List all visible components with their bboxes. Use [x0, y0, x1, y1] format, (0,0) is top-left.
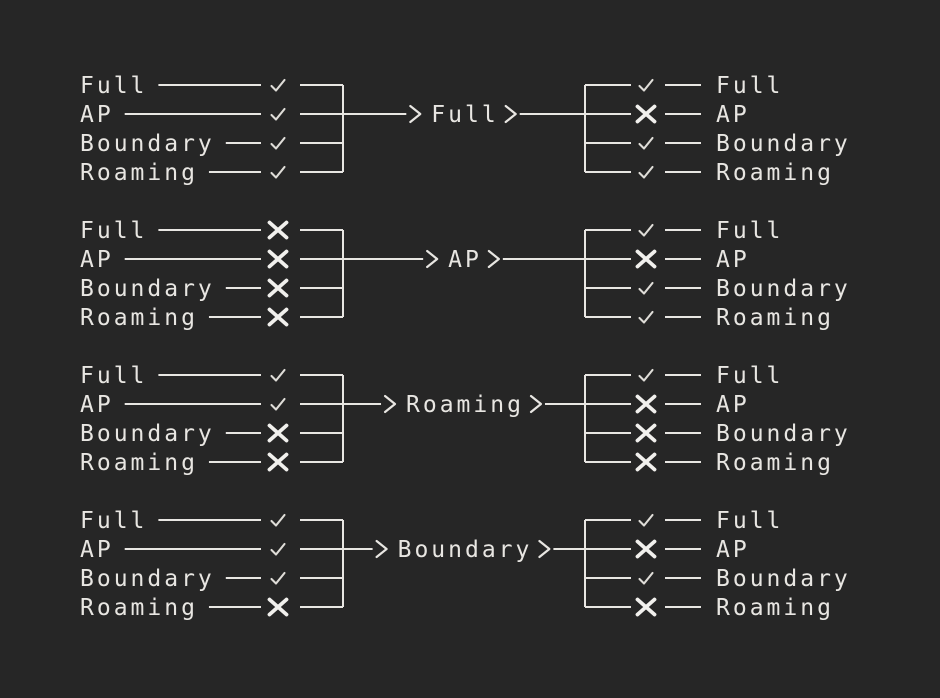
- cross-icon: [267, 249, 289, 269]
- destination-mode-label: AP: [716, 247, 750, 273]
- target-mode-label: AP: [448, 247, 482, 273]
- chevron-right-icon: [383, 394, 397, 414]
- destination-mode-label: AP: [716, 392, 750, 418]
- check-icon: [270, 368, 286, 382]
- chevron-right-icon: [529, 394, 543, 414]
- chevron-right-icon: [426, 249, 439, 269]
- cross-icon: [635, 423, 657, 443]
- cross-icon: [635, 249, 657, 269]
- cross-icon: [267, 220, 289, 240]
- cross-icon: [635, 597, 657, 617]
- destination-mode-label: Full: [716, 363, 783, 389]
- source-mode-label: Roaming: [80, 160, 198, 186]
- destination-mode-label: AP: [716, 102, 750, 128]
- chevron-right-icon: [504, 104, 517, 124]
- destination-mode-label: Boundary: [716, 566, 851, 592]
- source-mode-label: AP: [80, 102, 114, 128]
- check-icon: [270, 571, 286, 585]
- cross-icon: [635, 104, 657, 124]
- check-icon: [638, 223, 654, 237]
- check-icon: [638, 165, 654, 179]
- destination-mode-label: Boundary: [716, 131, 851, 157]
- cross-icon: [635, 394, 657, 414]
- cross-icon: [267, 307, 289, 327]
- source-mode-label: Boundary: [80, 131, 215, 157]
- source-mode-label: Full: [80, 508, 147, 534]
- source-mode-label: Full: [80, 73, 147, 99]
- target-mode-label: Boundary: [398, 537, 533, 563]
- check-icon: [270, 542, 286, 556]
- chevron-right-icon: [487, 249, 500, 269]
- check-icon: [270, 513, 286, 527]
- chevron-right-icon: [375, 539, 388, 559]
- check-icon: [638, 513, 654, 527]
- source-mode-label: AP: [80, 247, 114, 273]
- destination-mode-label: Full: [716, 73, 783, 99]
- check-icon: [270, 165, 286, 179]
- cross-icon: [267, 452, 289, 472]
- destination-mode-label: Roaming: [716, 160, 834, 186]
- chevron-right-icon: [409, 104, 422, 124]
- source-mode-label: Roaming: [80, 595, 198, 621]
- source-mode-label: AP: [80, 392, 114, 418]
- source-mode-label: Boundary: [80, 421, 215, 447]
- source-mode-label: AP: [80, 537, 114, 563]
- target-mode-label: Roaming: [406, 392, 524, 418]
- destination-mode-label: Boundary: [716, 276, 851, 302]
- check-icon: [638, 368, 654, 382]
- check-icon: [270, 397, 286, 411]
- source-mode-label: Boundary: [80, 276, 215, 302]
- source-mode-label: Roaming: [80, 305, 198, 331]
- check-icon: [270, 136, 286, 150]
- check-icon: [638, 136, 654, 150]
- cross-icon: [267, 423, 289, 443]
- destination-mode-label: Roaming: [716, 450, 834, 476]
- check-icon: [638, 310, 654, 324]
- check-icon: [270, 107, 286, 121]
- check-icon: [270, 78, 286, 92]
- check-icon: [638, 571, 654, 585]
- destination-mode-label: Roaming: [716, 595, 834, 621]
- chevron-right-icon: [538, 539, 551, 559]
- destination-mode-label: Boundary: [716, 421, 851, 447]
- source-mode-label: Full: [80, 363, 147, 389]
- source-mode-label: Boundary: [80, 566, 215, 592]
- destination-mode-label: Roaming: [716, 305, 834, 331]
- transition-group: FullAPBoundaryRoamingFullFullAPBoundaryR…: [80, 73, 851, 186]
- cross-icon: [635, 452, 657, 472]
- destination-mode-label: Full: [716, 508, 783, 534]
- cross-icon: [635, 539, 657, 559]
- check-icon: [638, 281, 654, 295]
- source-mode-label: Roaming: [80, 450, 198, 476]
- source-mode-label: Full: [80, 218, 147, 244]
- cross-icon: [267, 278, 289, 298]
- check-icon: [638, 78, 654, 92]
- transition-group: FullAPBoundaryRoamingRoamingFullAPBounda…: [80, 363, 851, 476]
- cross-icon: [267, 597, 289, 617]
- target-mode-label: Full: [431, 102, 498, 128]
- destination-mode-label: AP: [716, 537, 750, 563]
- destination-mode-label: Full: [716, 218, 783, 244]
